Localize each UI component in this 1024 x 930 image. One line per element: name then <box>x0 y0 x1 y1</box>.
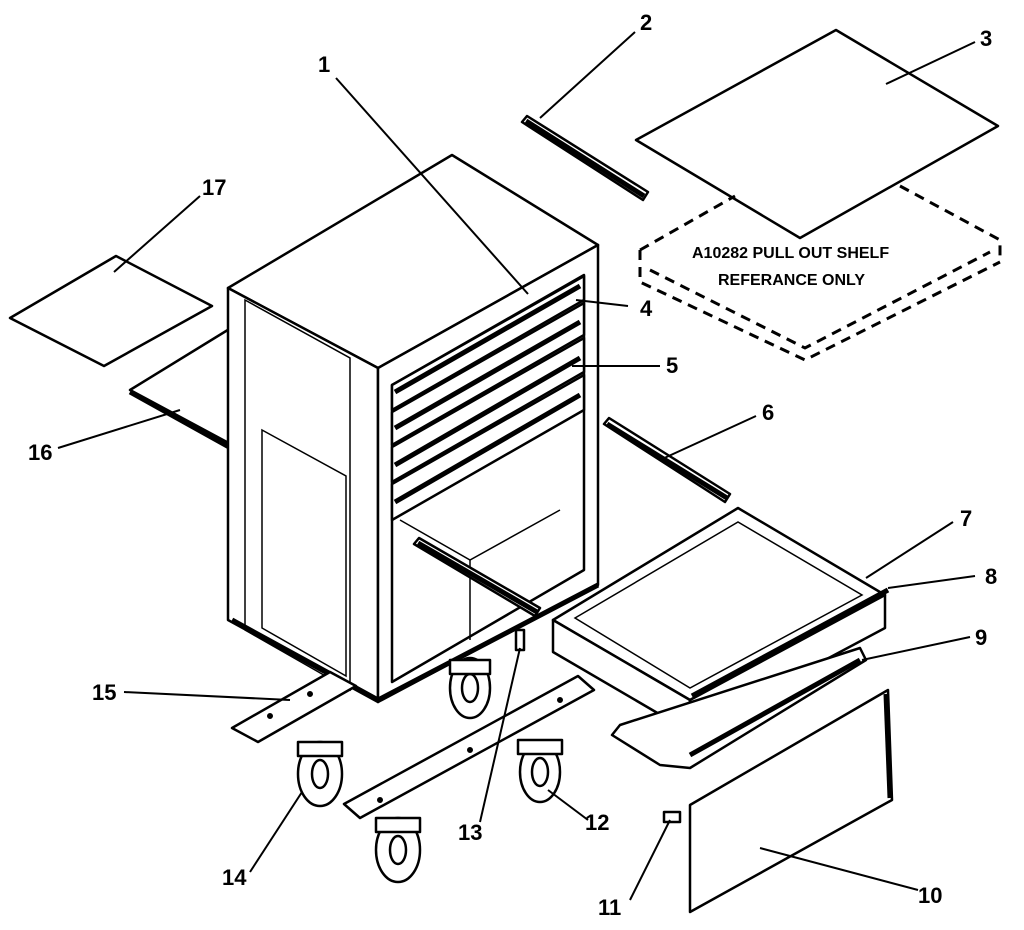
part-14-caster <box>296 740 344 808</box>
cabinet-slide <box>412 536 542 618</box>
callout-1: 1 <box>318 52 330 77</box>
callout-15: 15 <box>92 680 116 705</box>
bolt <box>514 628 526 652</box>
part-1-cabinet <box>226 153 600 704</box>
leader-lines <box>57 31 976 901</box>
callout-9: 9 <box>975 625 987 650</box>
callout-14: 14 <box>222 865 247 890</box>
callout-17: 17 <box>202 175 226 200</box>
part-12-caster <box>516 738 564 804</box>
callout-4: 4 <box>640 296 653 321</box>
callout-5: 5 <box>666 353 678 378</box>
part-10-drawer-front <box>688 688 894 914</box>
part-6-drawer-slide <box>602 416 732 504</box>
pull-out-shelf-note: A10282 PULL OUT SHELF REFERANCE ONLY <box>692 245 889 289</box>
callout-10: 10 <box>918 883 942 908</box>
caster-front <box>374 816 422 884</box>
part-13-caster-plate <box>342 674 596 820</box>
callout-13: 13 <box>458 820 482 845</box>
part-15-caster-plate <box>230 670 358 744</box>
callout-11: 11 <box>598 895 621 920</box>
pull-out-shelf-reference <box>638 184 1002 362</box>
note-line-2: REFERANCE ONLY <box>718 272 865 289</box>
part-17-shelf-liner <box>8 254 214 368</box>
callout-16: 16 <box>28 440 52 465</box>
callout-labels: 1 2 3 4 5 6 7 8 9 10 11 12 13 14 15 16 1… <box>28 10 997 920</box>
caster-back <box>448 656 492 720</box>
callout-3: 3 <box>980 26 992 51</box>
part-3-drawer-liner <box>634 28 1000 240</box>
part-2-slide-strip <box>520 114 650 202</box>
callout-12: 12 <box>585 810 609 835</box>
callout-7: 7 <box>960 506 972 531</box>
callout-6: 6 <box>762 400 774 425</box>
part-11-fastener <box>662 810 682 824</box>
note-line-1: A10282 PULL OUT SHELF <box>692 245 889 262</box>
callout-2: 2 <box>640 10 652 35</box>
callout-8: 8 <box>985 564 997 589</box>
